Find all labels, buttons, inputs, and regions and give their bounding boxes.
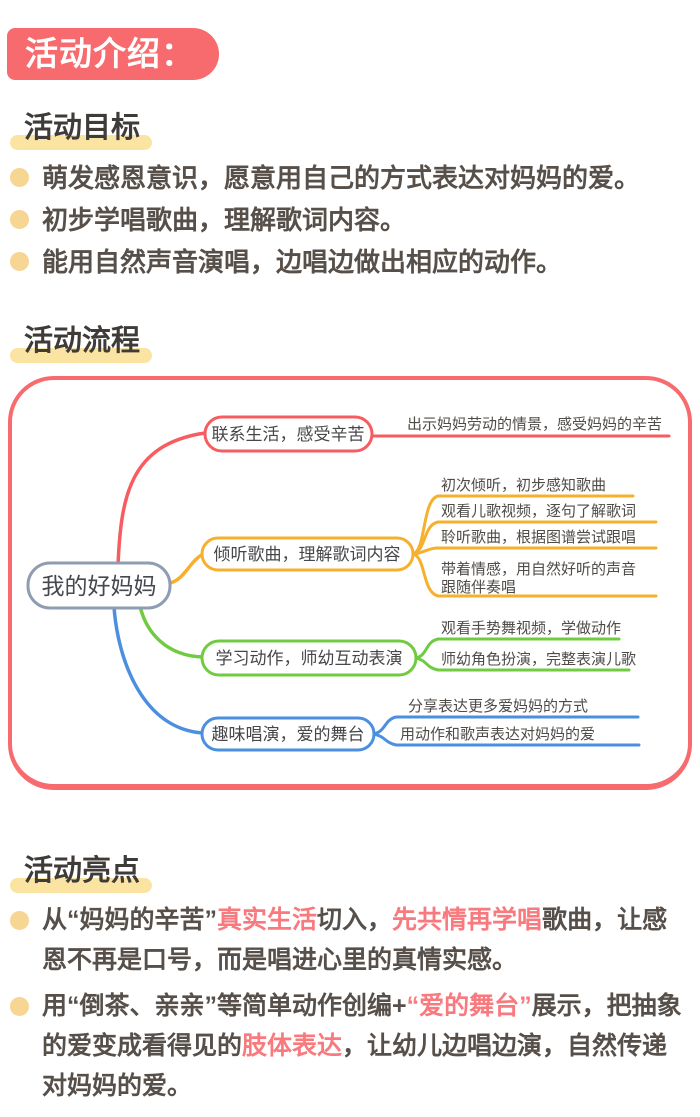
highlights-list: 从“妈妈的辛苦”真实生活切入，先共情再学唱歌曲，让感恩不再是口号，而是唱进心里的… xyxy=(10,900,690,1112)
bullet-dot-icon xyxy=(10,911,29,930)
branch-4-child-line xyxy=(372,715,640,736)
text-segment: 展示，把抽象的爱变成看得见的 xyxy=(42,992,682,1060)
branch-4-curve xyxy=(112,605,205,735)
goals-list: 萌发感恩意识，愿意用自己的方式表达对妈妈的爱。 初步学唱歌曲，理解歌词内容。 能… xyxy=(10,157,690,283)
branch-4-child-line xyxy=(372,732,641,747)
process-heading: 活动流程 xyxy=(10,317,153,363)
goals-heading: 活动目标 xyxy=(10,104,153,150)
goal-text: 能用自然声音演唱，边唱边做出相应的动作。 xyxy=(42,247,563,277)
heading-highlight-bar xyxy=(10,878,153,893)
process-heading-text: 活动流程 xyxy=(24,325,141,357)
mindmap-child-label: 出示妈妈劳动的情景，感受妈妈的辛苦 xyxy=(407,416,662,433)
bullet-dot-icon xyxy=(10,168,29,187)
mindmap-child-label: 用动作和歌声表达对妈妈的爱 xyxy=(400,725,595,743)
mindmap-child-label: 观看手势舞视频，学做动作 xyxy=(441,620,621,637)
goal-text: 萌发感恩意识，愿意用自己的方式表达对妈妈的爱。 xyxy=(42,163,641,193)
list-item: 用“倒茶、亲亲”等简单动作创编+“爱的舞台”展示，把抽象的爱变成看得见的肢体表达… xyxy=(10,986,690,1106)
mindmap-child-label: 聆听歌曲，根据图谱尝试跟唱 xyxy=(441,529,636,546)
mindmap-node-label: 学习动作，师幼互动表演 xyxy=(216,649,403,668)
text-segment-pink: “爱的舞台” xyxy=(406,992,532,1020)
bullet-dot-icon xyxy=(10,997,29,1016)
mindmap-root-label: 我的好妈妈 xyxy=(42,573,157,599)
mindmap-root-node xyxy=(26,561,172,610)
list-item: 初步学唱歌曲，理解歌词内容。 xyxy=(10,199,690,241)
branch-2-child-line xyxy=(411,552,658,598)
highlight-text: 从“妈妈的辛苦”真实生活切入，先共情再学唱歌曲，让感恩不再是口号，而是唱进心里的… xyxy=(42,900,690,980)
mindmap-node-label: 联系生活，感受辛苦 xyxy=(212,425,365,444)
text-segment: 用“倒茶、亲亲”等简单动作创编+ xyxy=(42,992,407,1020)
mindmap-box: 联系生活，感受辛苦 出示妈妈劳动的情景，感受妈妈的辛苦 倾听歌曲，理解歌词内容 … xyxy=(8,376,692,790)
text-segment: ，让幼儿边唱边演，自然传递对妈妈的爱。 xyxy=(42,1032,668,1100)
branch-2-child-line xyxy=(411,546,658,556)
bullet-dot-icon xyxy=(10,210,29,229)
mindmap-child-label: 观看儿歌视频，逐句了解歌词 xyxy=(441,503,636,520)
goal-text: 初步学唱歌曲，理解歌词内容。 xyxy=(42,205,407,235)
list-item: 从“妈妈的辛苦”真实生活切入，先共情再学唱歌曲，让感恩不再是口号，而是唱进心里的… xyxy=(10,900,690,980)
heading-highlight-bar xyxy=(10,348,153,363)
list-item: 能用自然声音演唱，边唱边做出相应的动作。 xyxy=(10,241,690,283)
text-segment-pink: 肢体表达 xyxy=(242,1032,343,1060)
branch-3-child-line xyxy=(414,656,631,672)
mindmap-child-label: 分享表达更多爱妈妈的方式 xyxy=(408,698,588,715)
goals-heading-text: 活动目标 xyxy=(24,112,141,144)
text-segment: 切入， xyxy=(317,906,393,934)
text-segment-pink: 真实生活 xyxy=(217,906,318,934)
mindmap-node-label: 趣味唱演，爱的舞台 xyxy=(212,725,365,744)
mindmap-child-label: 跟随伴奏唱 xyxy=(441,579,516,596)
branch-3-child-line xyxy=(414,637,621,660)
branch-1-curve xyxy=(116,431,207,567)
branch-2-curve xyxy=(168,552,205,585)
text-segment-pink: 先共情再学唱 xyxy=(392,906,543,934)
highlights-heading: 活动亮点 xyxy=(10,847,153,893)
list-item: 萌发感恩意识，愿意用自己的方式表达对妈妈的爱。 xyxy=(10,157,690,199)
mindmap-diagram: 联系生活，感受辛苦 出示妈妈劳动的情景，感受妈妈的辛苦 倾听歌曲，理解歌词内容 … xyxy=(26,415,671,752)
text-segment: 从“妈妈的辛苦” xyxy=(42,906,218,934)
highlight-text: 用“倒茶、亲亲”等简单动作创编+“爱的舞台”展示，把抽象的爱变成看得见的肢体表达… xyxy=(42,986,690,1106)
heading-highlight-bar xyxy=(10,135,153,150)
mindmap-node-label: 倾听歌曲，理解歌词内容 xyxy=(214,545,401,564)
mindmap-node-branch-1 xyxy=(203,415,374,453)
header-badge: 活动介绍： xyxy=(7,28,219,80)
mindmap-child-label: 师幼角色扮演，完整表演儿歌 xyxy=(441,651,636,668)
mindmap-child-label: 带着情感，用自然好听的声音 xyxy=(441,560,636,578)
mindmap-child-label: 初次倾听，初步感知歌曲 xyxy=(441,477,606,494)
highlights-heading-text: 活动亮点 xyxy=(24,855,141,887)
branch-3-curve xyxy=(138,604,205,659)
text-segment: 歌曲，让感恩不再是口号，而是唱进心里的真情实感。 xyxy=(42,906,668,974)
header-title: 活动介绍： xyxy=(25,35,195,72)
bullet-dot-icon xyxy=(10,252,29,271)
